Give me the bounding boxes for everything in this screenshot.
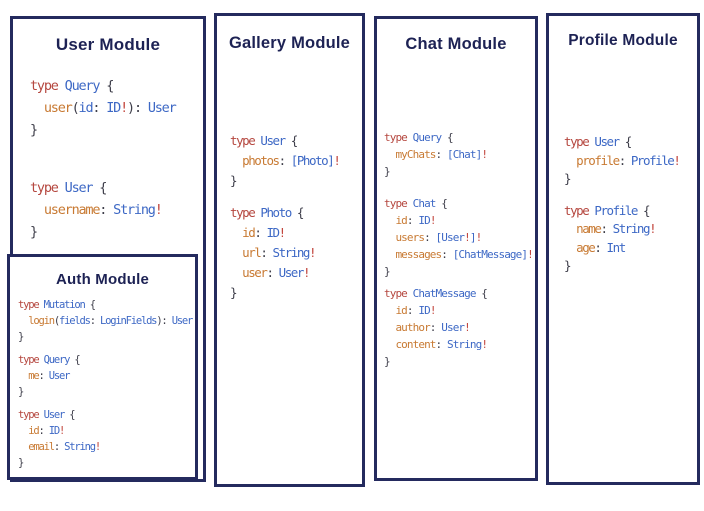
gallery-module-title: Gallery Module <box>228 34 351 52</box>
code-line: type Query { <box>384 131 454 144</box>
code-line: } <box>18 386 24 398</box>
code-line: author: User! <box>395 321 470 334</box>
code-line: type Profile { <box>564 202 651 218</box>
code-block: type Photo { id: ID! url: String! user: … <box>230 203 339 303</box>
code-line: } <box>230 285 238 300</box>
chat-module-code: type Query { myChats: [Chat]!}type Chat … <box>384 129 534 370</box>
user-module-title: User Module <box>55 35 161 54</box>
code-line: } <box>384 265 391 278</box>
code-line: } <box>30 122 38 138</box>
code-line: type User { <box>30 180 107 196</box>
auth-module-code: type Mutation { login(fields: LoginField… <box>18 297 193 471</box>
code-line: user: User! <box>242 265 310 280</box>
code-block: type User { id: ID! email: String!} <box>18 407 192 471</box>
code-line: type User { <box>564 134 632 149</box>
code-line: id: ID! <box>395 304 436 317</box>
code-line: } <box>384 355 391 368</box>
code-line: email: String! <box>28 441 101 453</box>
code-block: type User { photos: [Photo]!} <box>230 131 341 191</box>
code-line: type Query { <box>30 78 114 94</box>
code-line: myChats: [Chat]! <box>395 148 488 161</box>
code-block: type Query { user(id: ID!): User} <box>30 75 177 141</box>
gallery-module-panel: Gallery Module type User { photos: [Phot… <box>214 13 365 487</box>
code-block: type Mutation { login(fields: LoginField… <box>18 297 193 345</box>
profile-module-title: Profile Module <box>568 32 678 49</box>
code-line: type User { <box>230 133 298 148</box>
code-line: type Mutation { <box>18 299 96 311</box>
code-block: type Profile { name: String! age: Int} <box>564 202 679 276</box>
profile-module-code: type User { profile: Profile!}type Profi… <box>564 133 681 276</box>
code-line: type ChatMessage { <box>384 287 488 300</box>
code-line: id: ID! <box>395 214 436 227</box>
code-line: } <box>18 457 24 469</box>
code-line: age: Int <box>576 239 626 255</box>
code-line: users: [User!]! <box>395 231 482 244</box>
code-line: } <box>18 331 24 343</box>
code-block: type Query { me: User} <box>18 352 192 400</box>
code-block: type User { username: String!} <box>30 177 176 243</box>
code-line: username: String! <box>43 202 163 218</box>
code-line: id: ID! <box>28 425 65 437</box>
code-line: id: ID! <box>242 225 286 240</box>
code-line: } <box>384 165 391 178</box>
code-line: user(id: ID!): User <box>43 100 177 116</box>
user-module-code: type Query { user(id: ID!): User}type Us… <box>30 75 177 243</box>
auth-module-title: Auth Module <box>55 271 149 288</box>
code-line: photos: [Photo]! <box>242 153 341 168</box>
code-block: type Query { myChats: [Chat]!} <box>384 129 533 180</box>
code-line: } <box>564 171 572 186</box>
code-line: type Photo { <box>230 205 304 220</box>
code-block: type Chat { id: ID! users: [User!]! mess… <box>384 195 534 280</box>
code-line: } <box>564 258 572 273</box>
code-line: type User { <box>18 409 76 421</box>
code-line: name: String! <box>576 221 656 236</box>
code-line: type Chat { <box>384 197 448 210</box>
code-line: url: String! <box>242 245 316 260</box>
code-line: profile: Profile! <box>576 152 681 168</box>
code-line: } <box>230 173 238 188</box>
code-block: type User { profile: Profile!} <box>564 133 681 189</box>
gallery-module-code: type User { photos: [Photo]!}type Photo … <box>230 131 341 303</box>
code-line: content: String! <box>395 338 488 351</box>
code-line: me: User <box>28 370 70 382</box>
code-line: } <box>30 224 38 240</box>
chat-module-panel: Chat Module type Query { myChats: [Chat]… <box>374 16 538 481</box>
profile-module-panel: Profile Module type User { profile: Prof… <box>546 13 700 485</box>
code-line: login(fields: LoginFields): User <box>28 315 193 327</box>
auth-module-panel: Auth Module type Mutation { login(fields… <box>7 254 198 480</box>
code-line: type Query { <box>18 354 81 366</box>
code-line: messages: [ChatMessage]! <box>395 248 533 261</box>
code-block: type ChatMessage { id: ID! author: User!… <box>384 285 533 370</box>
chat-module-title: Chat Module <box>405 35 507 53</box>
